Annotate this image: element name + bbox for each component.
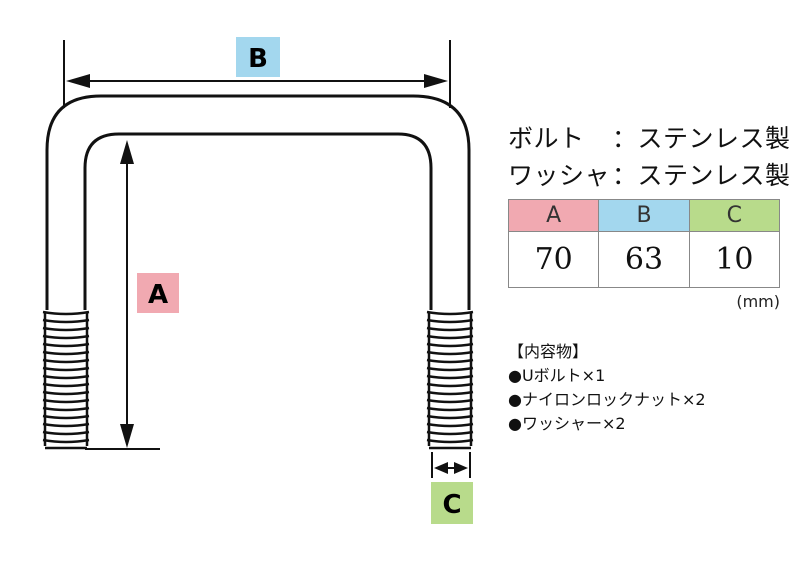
label-c-box <box>431 482 473 524</box>
a-arrow-top <box>120 140 134 164</box>
spec-value-bolt: ：ステンレス製 <box>612 124 791 153</box>
spec-key-washer: ワッシャ <box>508 161 611 190</box>
spec-line-washer: ワッシャ：ステンレス製 <box>508 157 790 194</box>
value-c: 10 <box>688 231 781 288</box>
dimension-table-header-row: A B C <box>507 199 781 232</box>
b-arrow-right <box>424 74 448 88</box>
spec-line-bolt: ボルト ：ステンレス製 <box>508 120 790 157</box>
unit-label: (mm) <box>736 292 780 311</box>
header-c: C <box>688 199 781 232</box>
thread-right <box>426 310 474 450</box>
spec-panel: ボルト ：ステンレス製 ワッシャ：ステンレス製 A B C 70 63 10 (m… <box>507 120 790 311</box>
contents-list: 【内容物】 ●Uボルト×1 ●ナイロンロックナット×2 ●ワッシャー×2 <box>508 340 706 436</box>
contents-item-washer: ●ワッシャー×2 <box>508 414 626 433</box>
dimension-table-value-row: 70 63 10 <box>507 231 781 288</box>
b-arrow-left <box>66 74 90 88</box>
spec-key-bolt: ボルト <box>508 124 585 153</box>
label-a: A <box>148 280 168 310</box>
contents-title: 【内容物】 <box>508 342 589 361</box>
label-b-box <box>236 37 280 77</box>
value-a: 70 <box>507 231 600 288</box>
label-b: B <box>248 44 268 74</box>
label-a-box <box>137 273 179 313</box>
contents-item-nut: ●ナイロンロックナット×2 <box>508 390 706 409</box>
label-c: C <box>442 490 461 520</box>
header-b: B <box>598 199 690 232</box>
contents-item-ubolt: ●Uボルト×1 <box>508 366 606 385</box>
u-bolt-diagram: B A C <box>42 37 474 524</box>
u-bolt-outline-outer <box>45 94 471 310</box>
dimension-table: A B C 70 63 10 <box>507 199 781 288</box>
a-arrow-bottom <box>120 424 134 448</box>
header-a: A <box>507 199 600 232</box>
value-b: 63 <box>598 231 690 288</box>
spec-value-washer: ：ステンレス製 <box>612 161 791 190</box>
thread-left <box>42 310 90 450</box>
c-arrow-left <box>434 462 448 474</box>
u-bolt-outline-inner <box>83 132 433 310</box>
c-arrow-right <box>454 462 468 474</box>
